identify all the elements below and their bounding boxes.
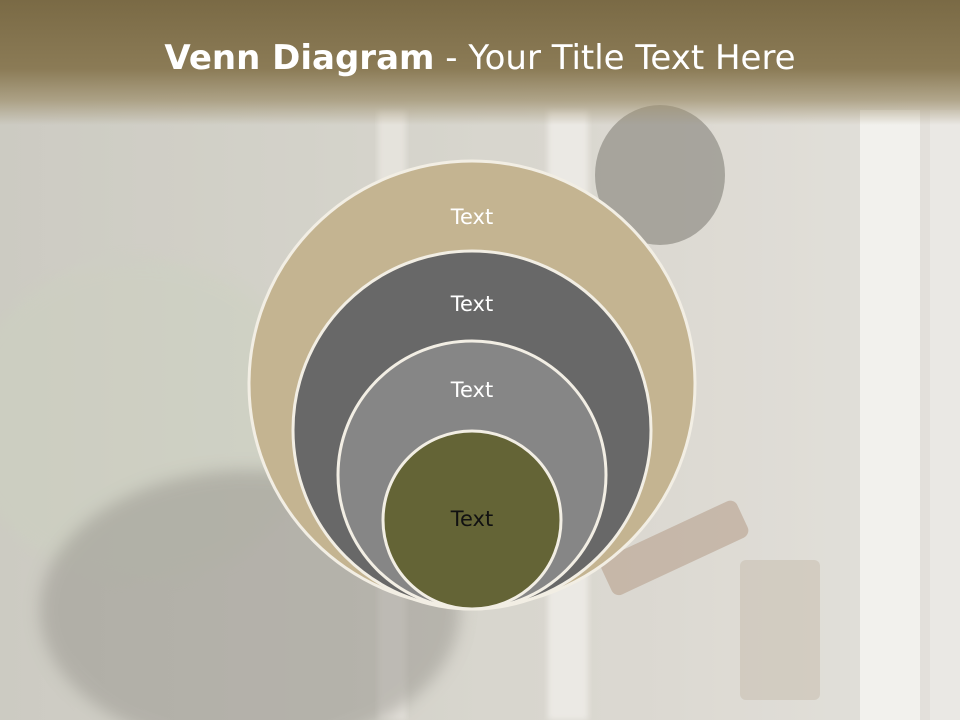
third-circle-label: Text (450, 378, 493, 402)
inner-circle (381, 429, 563, 611)
window-frame-right (860, 110, 920, 720)
crowbar (600, 500, 749, 596)
second-circle-label: Text (450, 292, 493, 316)
outer-circle-label: Text (450, 205, 493, 229)
inner-circle-label: Text (450, 507, 493, 531)
slide-title-rest: - Your Title Text Here (434, 38, 796, 78)
door-handle (740, 560, 820, 700)
figure-head (595, 105, 725, 245)
title-bar (0, 0, 960, 125)
slide-title-bold: Venn Diagram (164, 38, 435, 78)
slide-title: Venn Diagram - Your Title Text Here (0, 38, 960, 78)
window-frame-edge (930, 110, 960, 720)
